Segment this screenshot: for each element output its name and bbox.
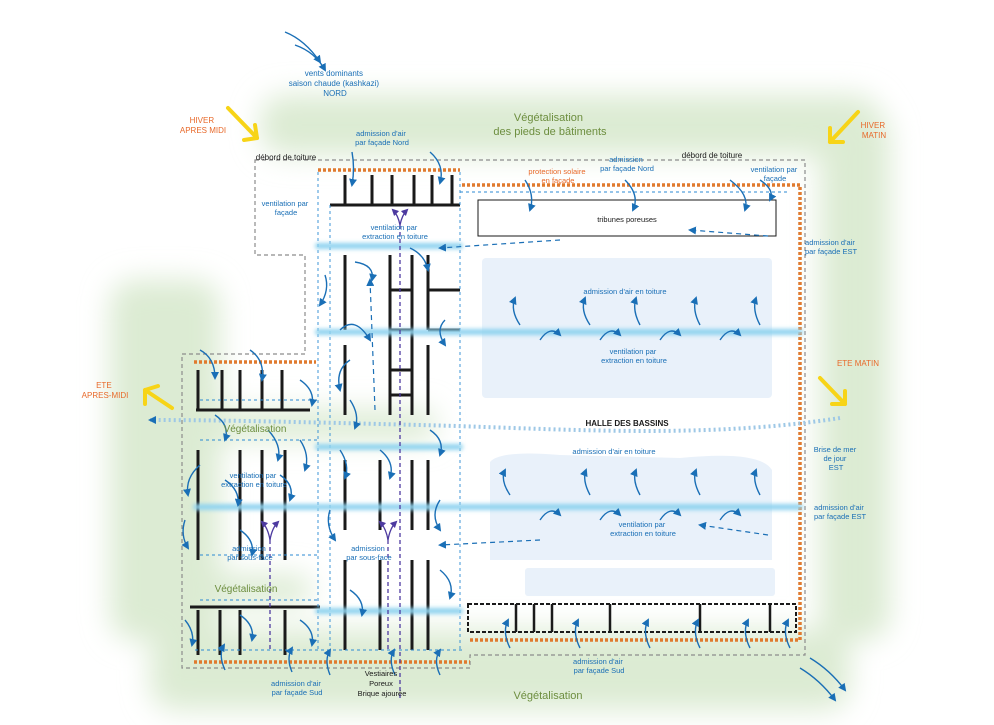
- vegetation-bottom-label: Végétalisation: [513, 690, 582, 702]
- debord-right-label: débord de toiture: [682, 151, 743, 160]
- ventilation-extraction-left-label: ventilation par extraction en toiture: [221, 471, 287, 489]
- purple-split-arrows: [260, 208, 409, 700]
- admission-est-low-label: admission d'air par façade EST: [814, 503, 867, 521]
- hiver-matin-label: HIVER MATIN: [861, 121, 888, 140]
- ete-matin-label: ETE MATIN: [837, 359, 879, 368]
- admission-sous-face-mid-label: admission par sous-face: [346, 544, 391, 562]
- tribunes-label: tribunes poreuses: [597, 215, 657, 224]
- ete-apres-midi-label: ETE APRES-MIDI: [82, 381, 129, 400]
- brise-mer-label: Brise de mer de jour EST: [814, 445, 859, 472]
- vegetation-low-label: Végétalisation: [215, 584, 278, 595]
- debord-left-label: débord de toiture: [256, 153, 317, 162]
- admission-nord-right-label: admission par façade Nord: [600, 155, 654, 173]
- admission-sous-face-left-label: admission par sous-face: [227, 544, 272, 562]
- ventilation-extraction-top-label: ventilation par extraction en toiture: [362, 223, 428, 241]
- tribunes-box: [477, 199, 777, 237]
- admission-toiture-top-label: admission d'air en toiture: [583, 287, 666, 296]
- ventilation-extraction-mid-label: ventilation par extraction en toiture: [601, 347, 667, 365]
- halle-des-bassins-label: HALLE DES BASSINS: [585, 419, 669, 428]
- ventilation-extraction-low-label: ventilation par extraction en toiture: [610, 520, 676, 538]
- sea-breeze-flow: [148, 416, 841, 433]
- wind-north-label: vents dominants saison chaude (kashkazi)…: [289, 69, 382, 98]
- protection-solaire-label: protection solaire en façade: [528, 167, 587, 185]
- admission-toiture-low-label: admission d'air en toiture: [572, 447, 655, 456]
- admission-est-top-label: admission d'air par façade EST: [805, 238, 858, 256]
- ventilation-facade-right-label: ventilation par façade: [751, 165, 800, 183]
- solar-protection: [194, 168, 802, 664]
- dashed-flows: [366, 226, 769, 549]
- vegetation-mid-label: Végétalisation: [224, 424, 287, 435]
- hiver-matin-arrow: [828, 110, 860, 144]
- vestiaires-label: Vestiaires Poreux Brique ajourée: [358, 669, 407, 698]
- ete-apres-midi-arrow: [143, 384, 174, 410]
- hiver-apres-midi-arrow: [226, 106, 259, 142]
- vegetation-halo: [110, 95, 890, 710]
- vegetation-top-label: Végétalisation des pieds de bâtiments: [493, 112, 607, 138]
- ete-matin-arrow: [818, 376, 847, 406]
- ventilation-facade-left-label: ventilation par façade: [262, 199, 311, 217]
- admission-sud-left-label: admission d'air par façade Sud: [271, 679, 323, 697]
- hiver-apres-midi-label: HIVER APRES MIDI: [180, 116, 226, 135]
- admission-nord-left-label: admission d'air par façade Nord: [355, 129, 409, 147]
- roof-overhang-outline: [181, 159, 806, 669]
- south-vestiaires-box: [467, 603, 797, 633]
- admission-sud-right-label: admission d'air par façade Sud: [573, 657, 625, 675]
- sun-direction-arrows: [143, 106, 860, 410]
- airflow-arrows: [181, 31, 847, 702]
